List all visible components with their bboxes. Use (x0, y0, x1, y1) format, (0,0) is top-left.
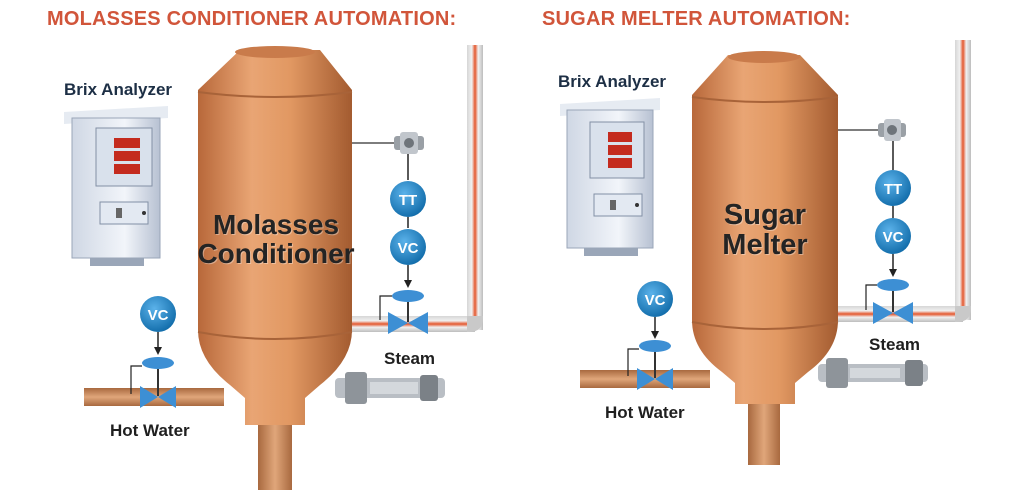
left-water-valve-icon (130, 357, 176, 408)
left-vessel-label-line2: Conditioner (197, 238, 355, 270)
right-water-valve-icon (627, 340, 673, 390)
left-vc-water-tag: VC (140, 296, 176, 332)
right-brix-analyzer-icon (560, 98, 660, 256)
left-steam-label: Steam (384, 349, 436, 368)
right-outlet-pipe (748, 400, 780, 465)
left-temp-sensor-icon (394, 132, 424, 154)
right-vessel-label: Sugar Melter (690, 200, 840, 261)
right-vessel-label-line1: Sugar (723, 199, 807, 231)
right-vc-steam-tag: VC (875, 218, 911, 254)
left-vc-steam-tag: VC (390, 229, 426, 265)
left-pump-icon (335, 372, 445, 404)
left-title: MOLASSES CONDITIONER AUTOMATION: (47, 8, 457, 30)
svg-text:VC: VC (398, 240, 419, 257)
left-brix-analyzer-icon (64, 106, 168, 266)
left-vessel-label: Molasses Conditioner (186, 210, 366, 269)
left-outlet-pipe (258, 420, 292, 490)
svg-text:VC: VC (883, 229, 904, 246)
left-vessel-label-line1: Molasses (212, 209, 340, 240)
svg-text:TT: TT (399, 192, 417, 209)
right-vc-water-tag: VC (637, 281, 673, 317)
left-brix-analyzer-label: Brix Analyzer (64, 80, 173, 99)
left-hot-water-label: Hot Water (110, 421, 190, 440)
svg-text:TT: TT (884, 181, 902, 198)
right-title: SUGAR MELTER AUTOMATION: (542, 8, 851, 30)
left-vessel (197, 46, 353, 425)
svg-text:VC: VC (148, 307, 169, 324)
right-hot-water-label: Hot Water (605, 403, 685, 422)
right-steam-label: Steam (869, 335, 921, 354)
right-temp-sensor-icon (878, 119, 906, 141)
right-steam-valve-icon (865, 279, 913, 324)
right-brix-analyzer-label: Brix Analyzer (558, 72, 667, 91)
right-vessel-label-line2: Melter (722, 229, 808, 262)
right-vessel (691, 51, 839, 404)
right-pump-icon (818, 358, 928, 388)
right-tt-tag: TT (875, 170, 911, 206)
left-steam-valve-icon (379, 290, 428, 334)
left-tt-tag: TT (390, 181, 426, 217)
svg-text:VC: VC (645, 292, 666, 309)
